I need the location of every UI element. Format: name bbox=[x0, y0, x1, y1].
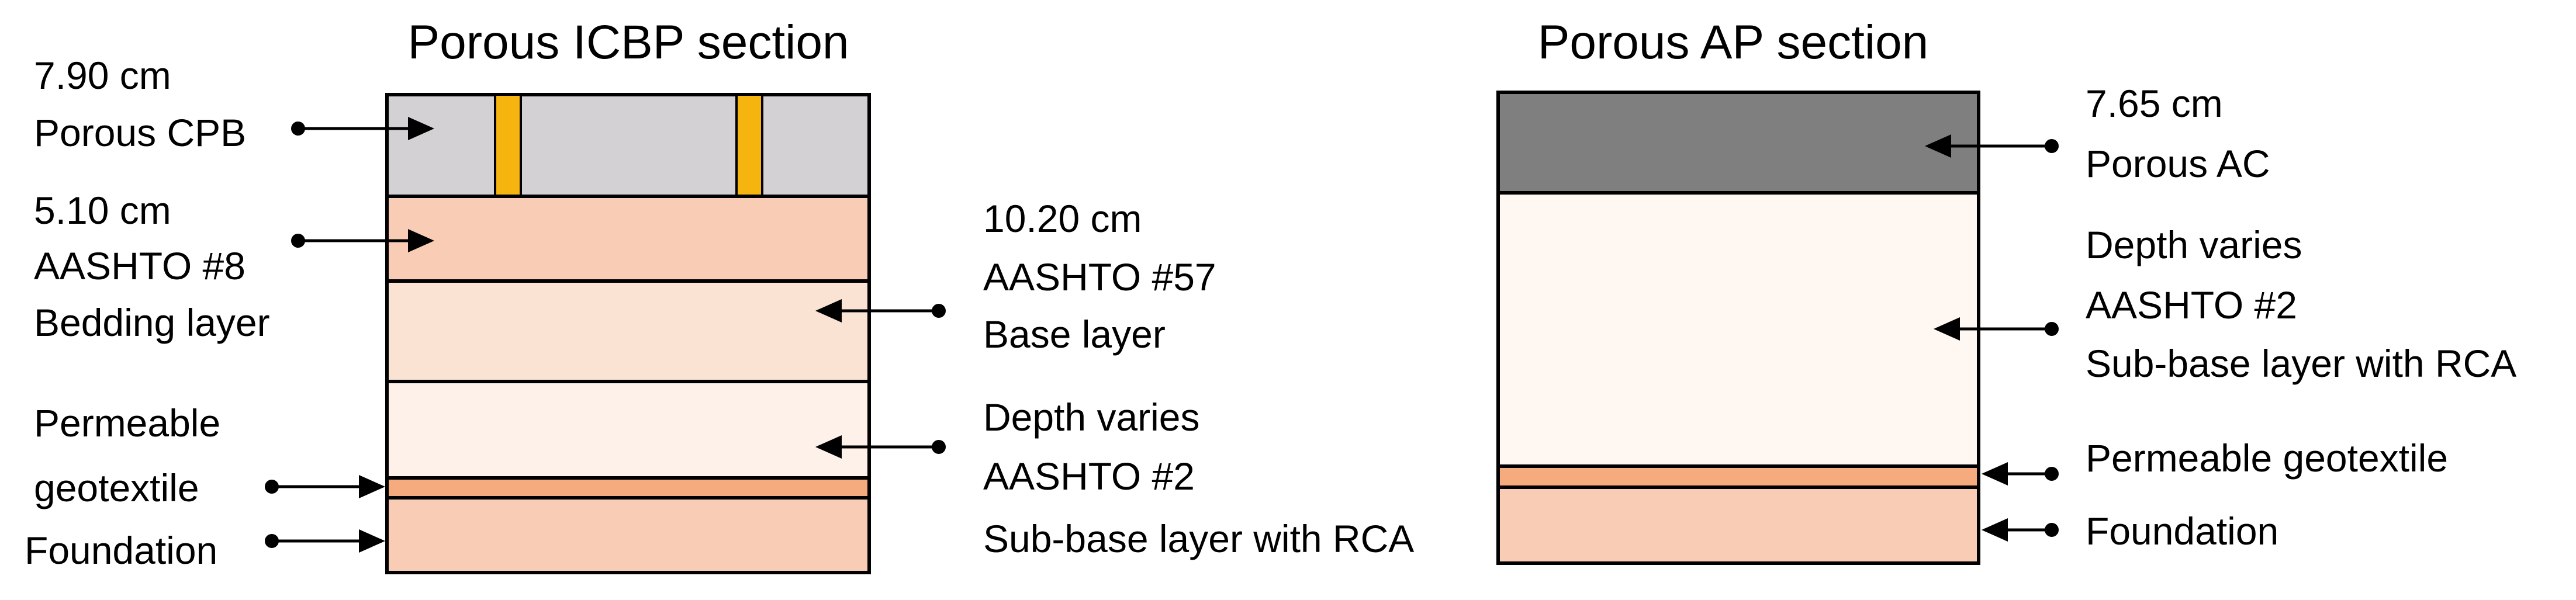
icbp-foundation-label: Foundation bbox=[25, 529, 217, 572]
ap-geotextile-label: Permeable geotextile bbox=[2086, 436, 2448, 480]
ap-subbase-layer bbox=[1496, 191, 1980, 468]
icbp-base-callout bbox=[815, 299, 946, 322]
ap-subbase-material-label: AASHTO #2 bbox=[2086, 283, 2297, 327]
icbp-geotextile-layer bbox=[385, 476, 871, 500]
icbp-bedding-callout bbox=[291, 229, 434, 252]
icbp-foundation-layer bbox=[385, 496, 871, 574]
icbp-cpb-callout bbox=[291, 117, 434, 140]
ap-foundation-label: Foundation bbox=[2086, 509, 2278, 553]
ap-ac-layer bbox=[1496, 91, 1980, 195]
ap-ac-depth-label: 7.65 cm bbox=[2086, 82, 2223, 125]
icbp-base-layer bbox=[385, 279, 871, 383]
ap-section: Porous AP section 7.65 cm Porous AC Dept… bbox=[1496, 16, 2516, 565]
icbp-title: Porous ICBP section bbox=[407, 16, 849, 69]
ap-subbase-name-label: Sub-base layer with RCA bbox=[2086, 342, 2516, 385]
icbp-joint-right bbox=[735, 93, 763, 197]
ap-subbase-callout bbox=[1934, 317, 2059, 341]
ap-subbase-depth-label: Depth varies bbox=[2086, 223, 2302, 266]
icbp-foundation-callout bbox=[265, 529, 385, 553]
icbp-subbase-depth-label: Depth varies bbox=[983, 396, 1200, 439]
icbp-base-material-label: AASHTO #57 bbox=[983, 255, 1216, 299]
ap-geotextile-layer bbox=[1496, 464, 1980, 489]
icbp-bedding-layer bbox=[385, 195, 871, 283]
icbp-geotextile-label-line1: Permeable bbox=[34, 401, 220, 445]
icbp-subbase-layer bbox=[385, 380, 871, 480]
icbp-bedding-material-label: AASHTO #8 bbox=[34, 244, 246, 287]
icbp-bedding-depth-label: 5.10 cm bbox=[34, 189, 171, 232]
icbp-subbase-material-label: AASHTO #2 bbox=[983, 455, 1195, 498]
icbp-joint-left bbox=[494, 93, 522, 197]
icbp-cpb-name-label: Porous CPB bbox=[34, 111, 246, 154]
ap-geotextile-callout bbox=[1982, 462, 2059, 485]
icbp-subbase-name-label: Sub-base layer with RCA bbox=[983, 517, 1414, 560]
icbp-bedding-name-label: Bedding layer bbox=[34, 301, 270, 344]
ap-ac-name-label: Porous AC bbox=[2086, 142, 2270, 185]
ap-foundation-callout bbox=[1982, 518, 2059, 542]
icbp-geotextile-label-line2: geotextile bbox=[34, 466, 199, 509]
icbp-subbase-callout bbox=[815, 435, 946, 459]
icbp-geotextile-callout bbox=[265, 475, 385, 498]
icbp-section: Porous ICBP section 7.90 cm Porous CPB 5… bbox=[25, 16, 1414, 574]
ap-title: Porous AP section bbox=[1538, 16, 1929, 69]
icbp-cpb-depth-label: 7.90 cm bbox=[34, 54, 171, 97]
icbp-base-depth-label: 10.20 cm bbox=[983, 197, 1142, 240]
ap-foundation-layer bbox=[1496, 485, 1980, 565]
icbp-base-name-label: Base layer bbox=[983, 313, 1166, 356]
icbp-cpb-layer bbox=[385, 93, 871, 198]
ap-ac-callout bbox=[1925, 134, 2059, 158]
